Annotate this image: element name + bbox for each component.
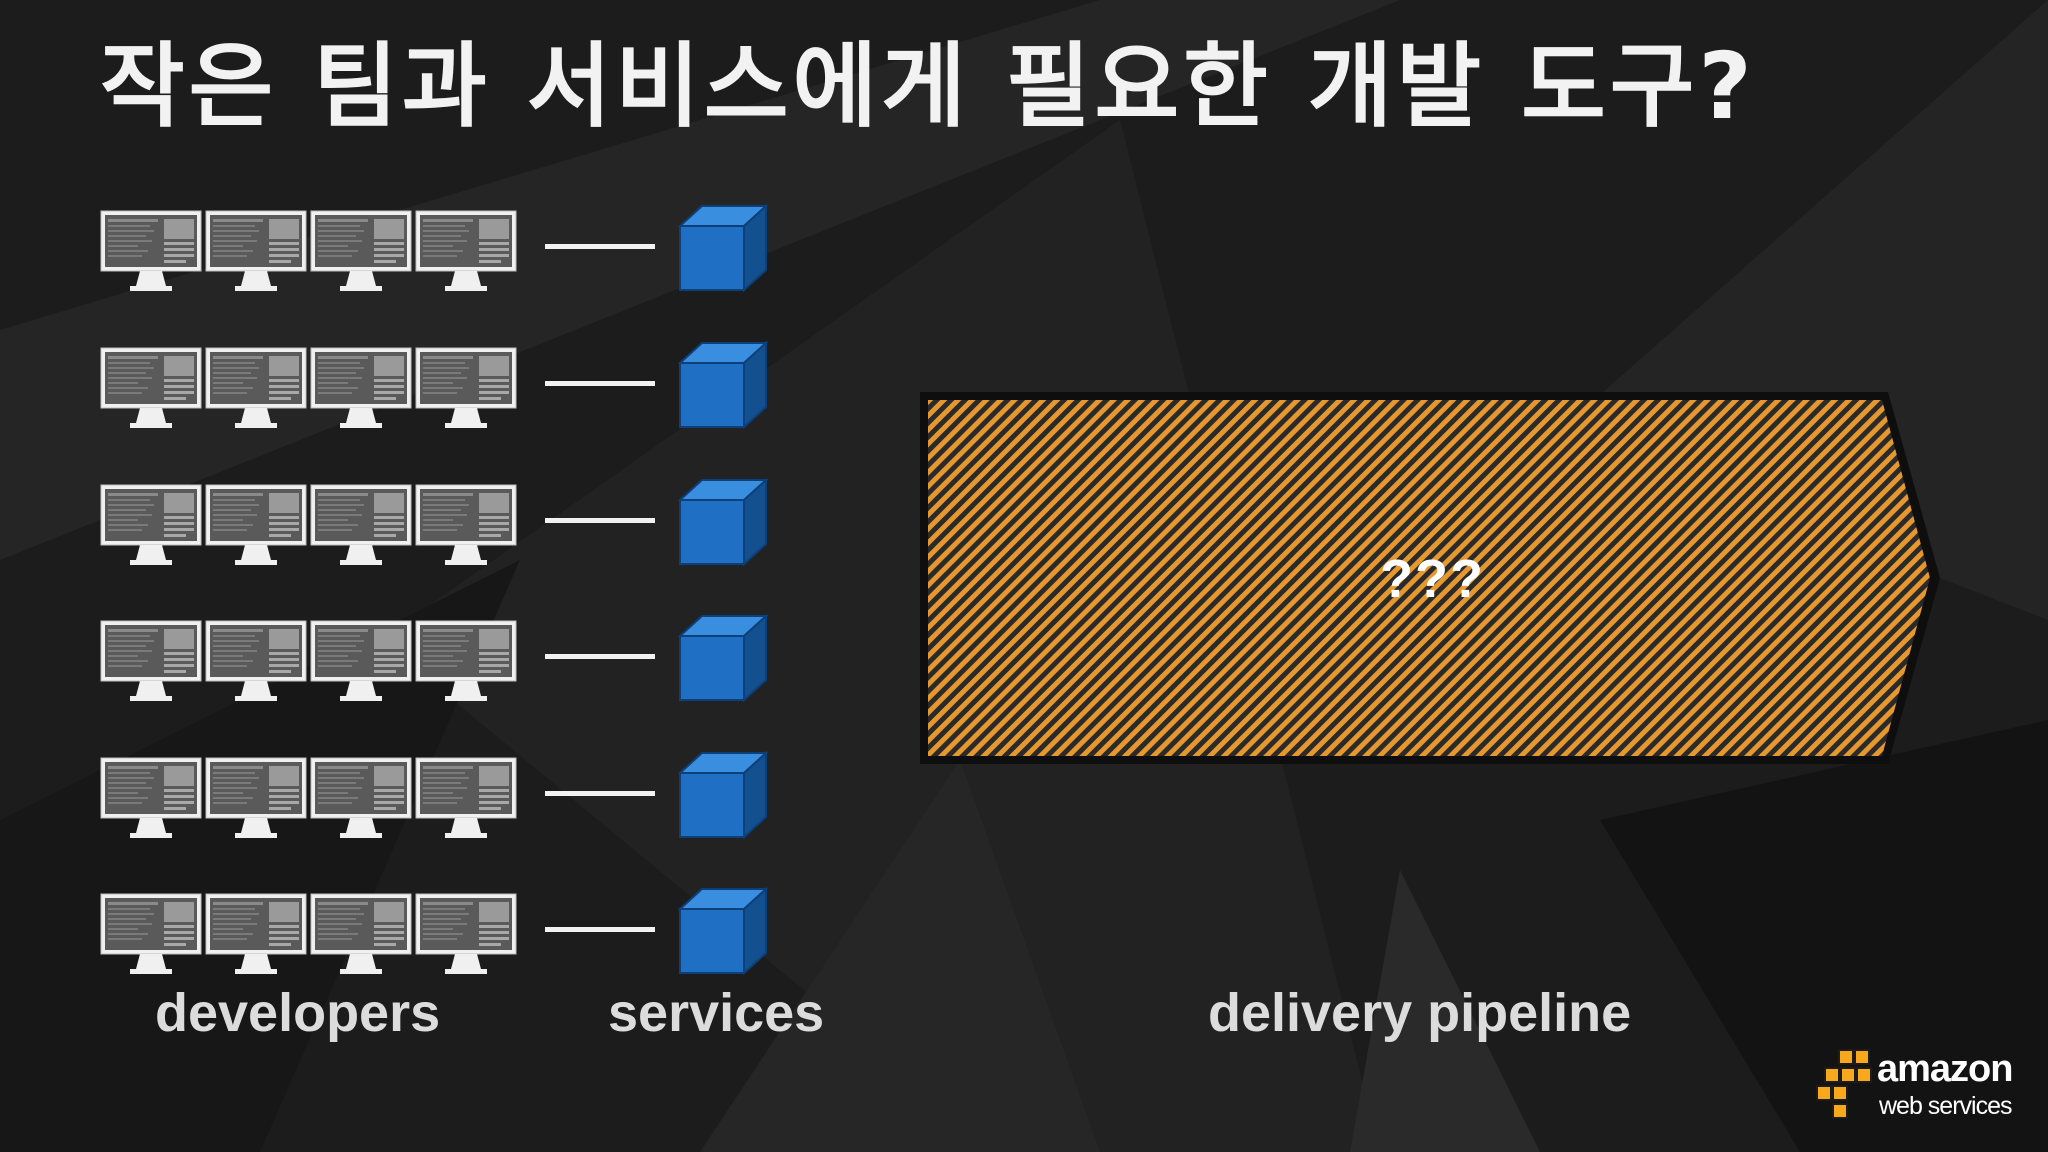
aws-cubes-icon	[1816, 1049, 1872, 1119]
developer-row	[100, 613, 780, 710]
developer-row	[100, 477, 780, 574]
service-cube-icon	[678, 476, 770, 568]
connector-line	[545, 244, 655, 249]
developer-monitor-icon	[310, 210, 412, 294]
developer-monitor-icon	[415, 210, 517, 294]
developer-monitor-icon	[205, 210, 307, 294]
developer-monitor-icon	[205, 757, 307, 841]
developer-monitor-icon	[100, 893, 202, 977]
service-cube-icon	[678, 749, 770, 841]
services-caption: services	[608, 983, 825, 1043]
connector-line	[545, 518, 655, 523]
aws-logo: amazon web services	[1815, 1048, 2025, 1128]
connector-line	[545, 791, 655, 796]
service-cube-icon	[678, 339, 770, 431]
developer-monitor-icon	[205, 484, 307, 568]
developer-row	[100, 203, 780, 300]
developer-monitor-icon	[100, 484, 202, 568]
developer-monitor-icon	[205, 620, 307, 704]
developer-monitor-icon	[415, 757, 517, 841]
connector-line	[545, 381, 655, 386]
pipeline-unknown-label: ???	[1380, 549, 1485, 609]
developer-monitor-icon	[415, 484, 517, 568]
developer-monitor-icon	[310, 484, 412, 568]
developer-monitor-icon	[100, 620, 202, 704]
developer-monitor-icon	[415, 893, 517, 977]
delivery-pipeline-caption: delivery pipeline	[1208, 983, 1632, 1043]
aws-logo-subtitle: web services	[1879, 1092, 2012, 1120]
developer-monitor-icon	[310, 620, 412, 704]
developer-monitor-icon	[205, 893, 307, 977]
delivery-pipeline-arrow	[920, 392, 1940, 764]
service-cube-icon	[678, 202, 770, 294]
developer-monitor-icon	[310, 893, 412, 977]
developer-monitor-icon	[100, 210, 202, 294]
developer-monitor-icon	[415, 620, 517, 704]
developer-row	[100, 886, 780, 983]
connector-line	[545, 927, 655, 932]
developer-row	[100, 750, 780, 847]
service-cube-icon	[678, 885, 770, 977]
slide-title: 작은 팀과 서비스에게 필요한 개발 도구?	[100, 33, 1756, 140]
aws-logo-word: amazon	[1877, 1048, 2013, 1090]
developer-monitor-icon	[310, 347, 412, 431]
connector-line	[545, 654, 655, 659]
developer-monitor-icon	[310, 757, 412, 841]
developer-monitor-icon	[415, 347, 517, 431]
developer-row	[100, 340, 780, 437]
developers-caption: developers	[155, 983, 441, 1043]
service-cube-icon	[678, 612, 770, 704]
developer-monitor-icon	[100, 347, 202, 431]
developer-monitor-icon	[100, 757, 202, 841]
developer-monitor-icon	[205, 347, 307, 431]
